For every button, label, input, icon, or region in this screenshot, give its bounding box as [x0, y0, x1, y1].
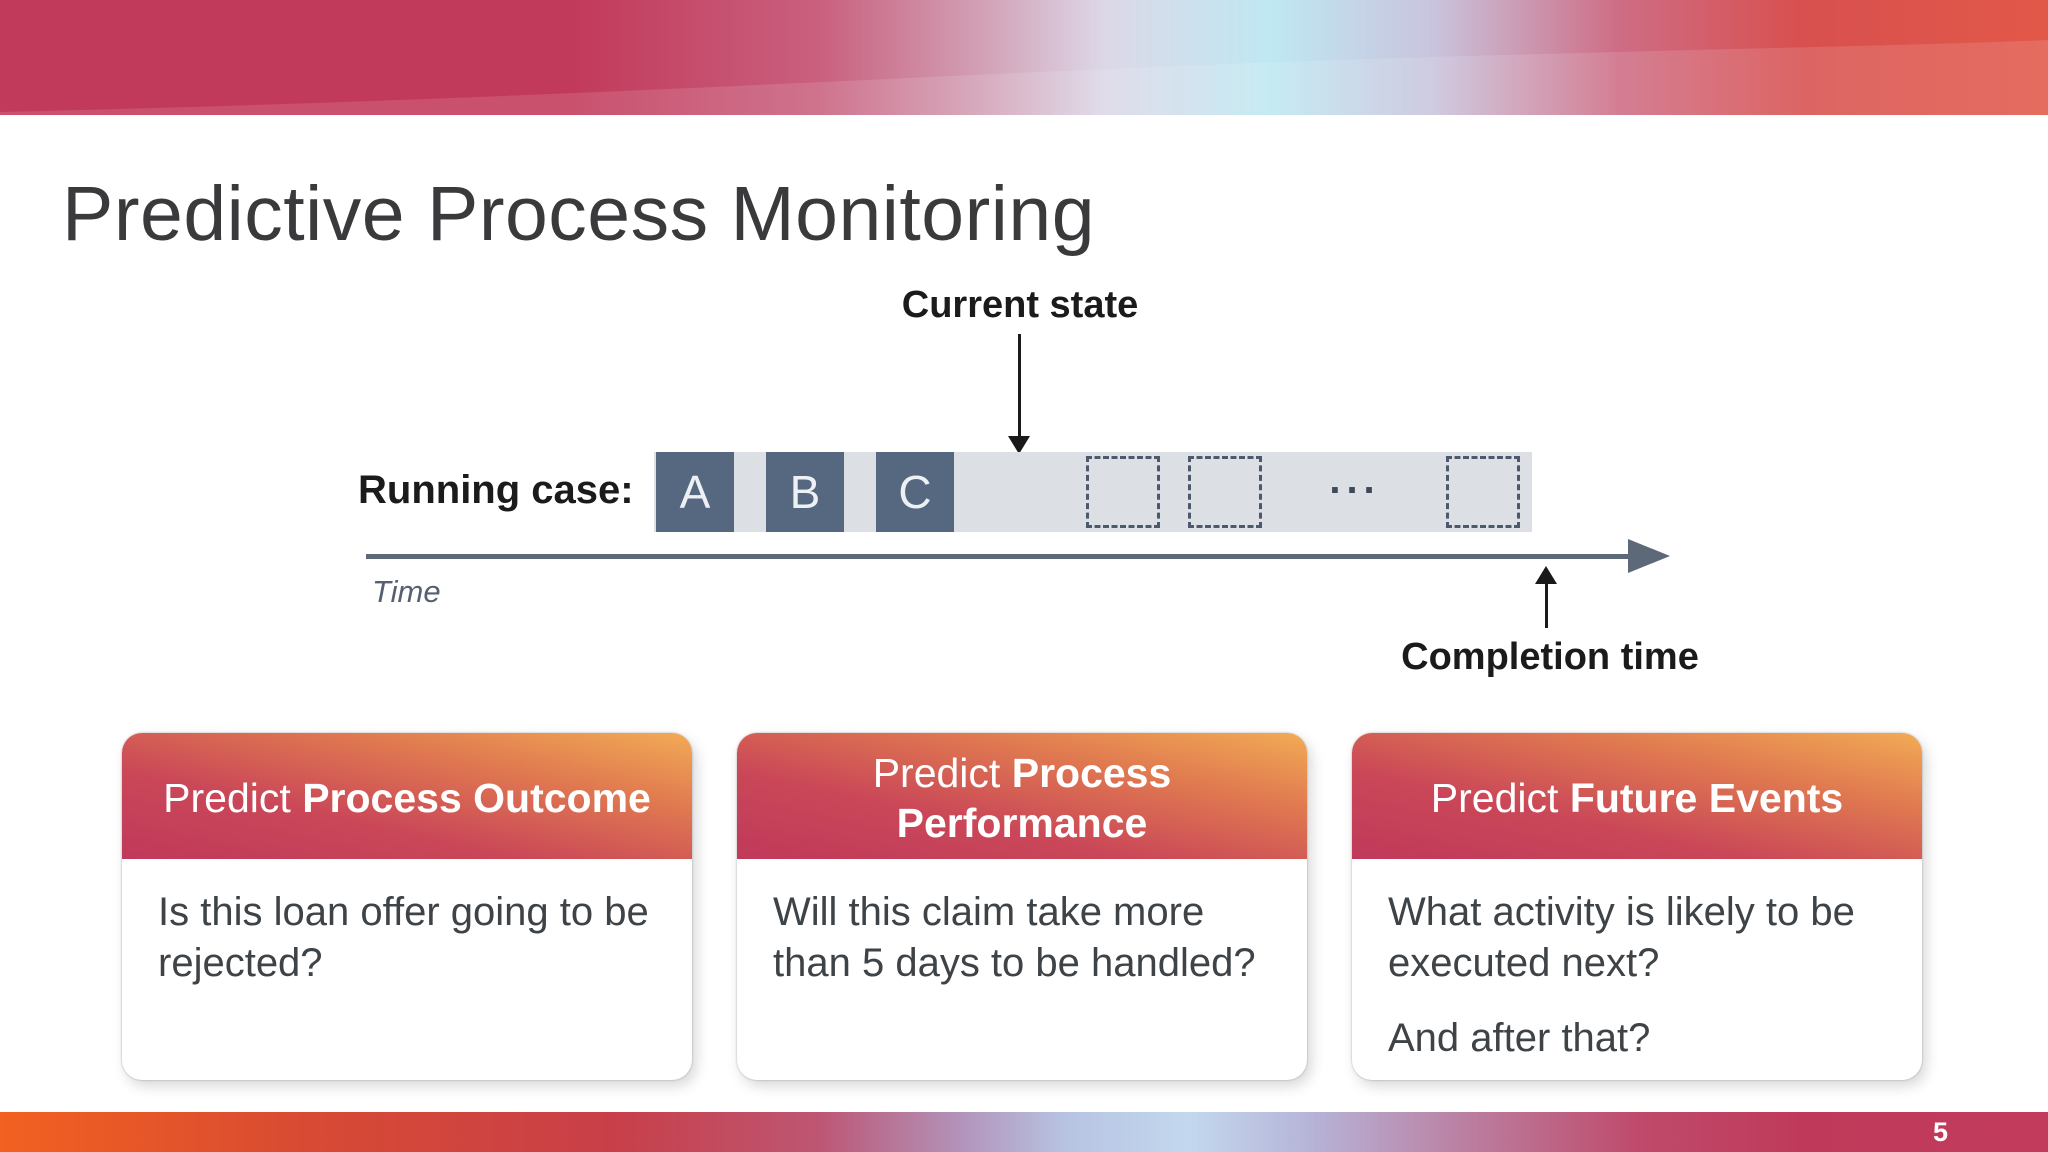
event-box-a: A	[656, 452, 734, 532]
card-title-prefix: Predict	[872, 749, 1001, 796]
card-title-emphasis: Future Events	[1569, 774, 1844, 821]
running-case-label: Running case:	[358, 468, 634, 512]
card-question-2: And after that?	[1388, 1016, 1651, 1061]
card-header: Predict Process Outcome	[122, 733, 692, 859]
card-question: Is this loan offer going to be rejected?	[158, 890, 649, 986]
future-event-placeholder-2	[1188, 456, 1262, 528]
current-state-arrowhead-icon	[1008, 436, 1030, 454]
future-event-placeholder-1	[1086, 456, 1160, 528]
event-box-b: B	[766, 452, 844, 532]
future-event-placeholder-3	[1446, 456, 1520, 528]
card-title-prefix: Predict	[1430, 774, 1559, 821]
card-predict-process-outcome: Predict Process Outcome Is this loan off…	[122, 733, 692, 1080]
completion-time-label: Completion time	[1401, 636, 1699, 678]
card-question: Will this claim take more than 5 days to…	[773, 890, 1256, 986]
card-title-emphasis: Process Performance	[896, 749, 1172, 846]
card-title-prefix: Predict	[163, 774, 291, 821]
completion-time-arrow	[1545, 584, 1548, 628]
time-axis-label: Time	[372, 574, 441, 609]
wave-decoration	[0, 40, 2048, 115]
time-axis-arrowhead-icon	[1628, 539, 1670, 573]
top-decorative-band	[0, 0, 2048, 115]
card-body: Is this loan offer going to be rejected?	[122, 859, 692, 989]
card-question: What activity is likely to be executed n…	[1388, 890, 1855, 986]
card-predict-process-performance: Predict Process Performance Will this cl…	[737, 733, 1307, 1080]
card-predict-future-events: Predict Future Events What activity is l…	[1352, 733, 1922, 1080]
card-body: Will this claim take more than 5 days to…	[737, 859, 1307, 989]
card-header: Predict Future Events	[1352, 733, 1922, 859]
card-body: What activity is likely to be executed n…	[1352, 859, 1922, 1065]
slide-title: Predictive Process Monitoring	[62, 170, 1096, 257]
current-state-arrow	[1018, 334, 1021, 436]
card-header: Predict Process Performance	[737, 733, 1307, 859]
future-events-ellipsis: ...	[1329, 458, 1381, 502]
bottom-decorative-band	[0, 1112, 2048, 1152]
card-title-emphasis: Process Outcome	[302, 774, 651, 821]
completion-time-arrowhead-icon	[1535, 566, 1557, 584]
time-axis	[366, 554, 1632, 559]
page-number: 5	[1932, 1117, 1948, 1147]
current-state-label: Current state	[901, 284, 1139, 326]
event-box-c: C	[876, 452, 954, 532]
